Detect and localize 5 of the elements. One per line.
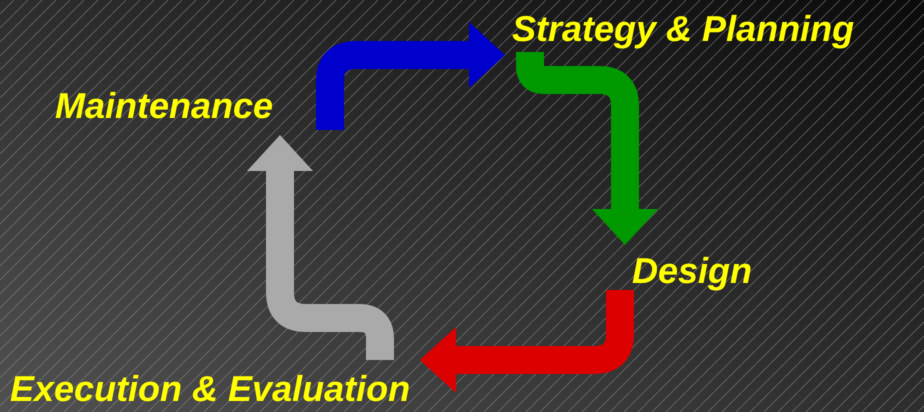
stage-label: Strategy & Planning xyxy=(512,8,854,50)
stage-label: Execution & Evaluation xyxy=(10,368,410,410)
stage-label: Maintenance xyxy=(55,85,274,127)
stage-label: Design xyxy=(632,250,752,292)
arrow xyxy=(247,135,394,360)
